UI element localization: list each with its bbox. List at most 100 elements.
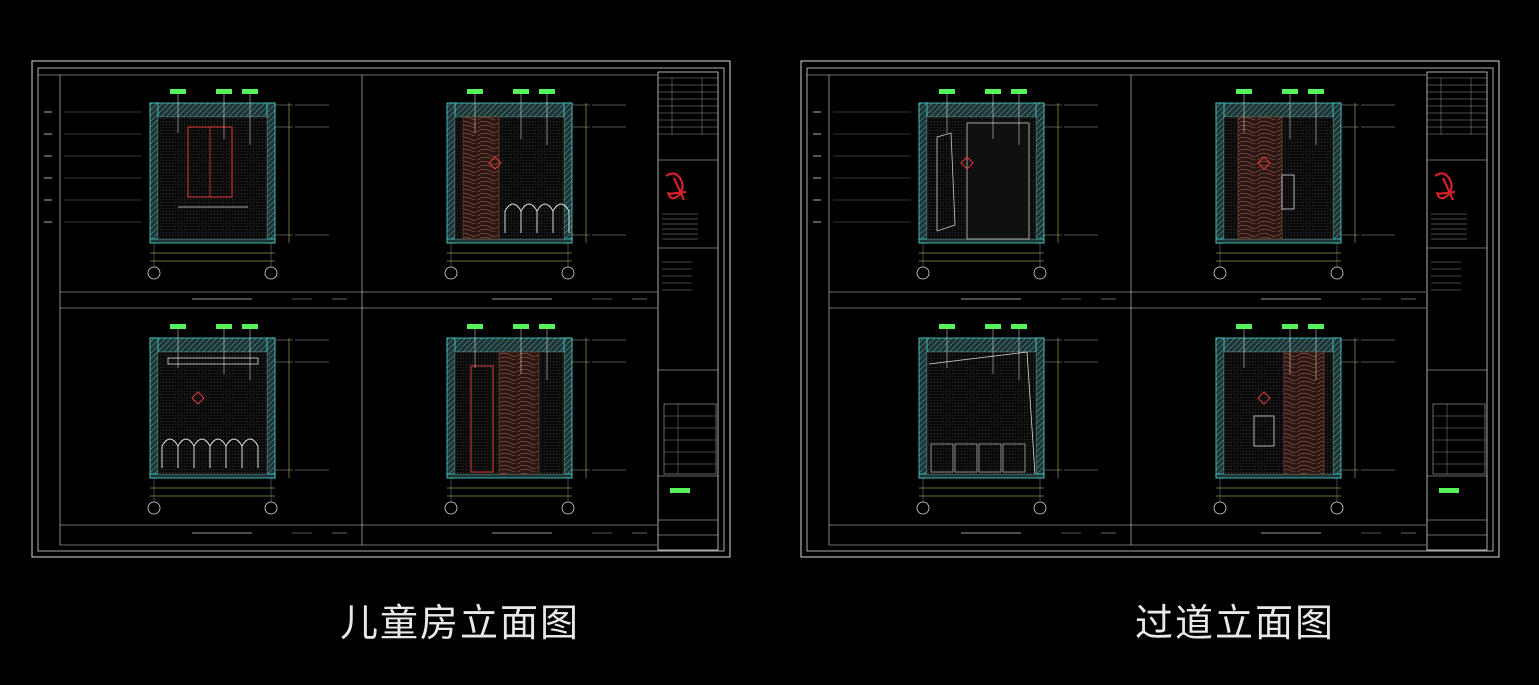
floor-line xyxy=(1215,238,1342,244)
axis-bubble xyxy=(916,266,930,280)
axis-bubble xyxy=(561,501,575,515)
material-tag xyxy=(1011,324,1027,329)
material-tag xyxy=(1236,89,1252,94)
axis-bubble xyxy=(1033,501,1047,515)
axis-bubble xyxy=(1213,266,1227,280)
material-tag xyxy=(216,324,232,329)
material-tag xyxy=(539,324,555,329)
cabinet-door xyxy=(1002,443,1026,473)
floor-line xyxy=(149,473,276,479)
right-wall-section xyxy=(266,102,276,244)
sheet-corridor xyxy=(800,60,1500,558)
material-tag xyxy=(1011,89,1027,94)
wood-panel xyxy=(1237,116,1283,240)
right-wall-section xyxy=(1035,337,1045,479)
axis-bubble xyxy=(444,501,458,515)
ceiling-section xyxy=(446,337,573,353)
wood-panel xyxy=(498,351,540,475)
left-wall-section xyxy=(446,337,456,479)
chair-back xyxy=(1253,415,1275,447)
elevation-panel xyxy=(1213,89,1395,280)
elevation-panel xyxy=(147,89,329,280)
left-wall-section xyxy=(149,102,159,244)
ceiling-section xyxy=(149,102,276,118)
axis-bubble xyxy=(147,501,161,515)
red-stamp-signature xyxy=(1434,172,1456,201)
elevation-panel xyxy=(1213,324,1395,515)
axis-bubble xyxy=(1033,266,1047,280)
elevation-panel xyxy=(444,89,626,280)
floor-line xyxy=(446,473,573,479)
red-stamp-signature xyxy=(665,172,687,201)
caption-corridor-elevation: 过道立面图 xyxy=(1135,601,1336,645)
right-wall-section xyxy=(563,102,573,244)
elevation-marker xyxy=(488,156,502,170)
left-wall-section xyxy=(1215,337,1225,479)
elevation-panel xyxy=(916,89,1098,280)
right-wall-section xyxy=(266,337,276,479)
wall-surface xyxy=(157,351,268,475)
material-tag xyxy=(985,89,1001,94)
right-wall-section xyxy=(1332,102,1342,244)
wall-surface xyxy=(926,351,1037,475)
axis-bubble xyxy=(264,266,278,280)
sheet-inner-frame xyxy=(806,67,1494,552)
sheet-children-room xyxy=(31,60,731,558)
ceiling-section xyxy=(1215,102,1342,118)
axis-bubble xyxy=(1330,266,1344,280)
elevation-panel xyxy=(916,324,1098,515)
cabinet-door xyxy=(930,443,954,473)
material-tag xyxy=(539,89,555,94)
material-tag xyxy=(513,89,529,94)
axis-bubble xyxy=(444,266,458,280)
floor-line xyxy=(918,238,1045,244)
axis-bubble xyxy=(264,501,278,515)
right-wall-section xyxy=(563,337,573,479)
curtain-rail xyxy=(167,357,259,365)
axis-bubble xyxy=(147,266,161,280)
title-block xyxy=(657,71,719,551)
axis-bubble xyxy=(1213,501,1227,515)
left-wall-section xyxy=(918,337,928,479)
axis-bubble xyxy=(916,501,930,515)
material-tag xyxy=(939,89,955,94)
material-tag xyxy=(242,324,258,329)
floor-line xyxy=(149,238,276,244)
drawing-number-tag xyxy=(1439,488,1459,493)
wall-surface xyxy=(157,116,268,240)
material-tag xyxy=(1282,324,1298,329)
ceiling-section xyxy=(1215,337,1342,353)
drawing-number-tag xyxy=(670,488,690,493)
wardrobe-panel xyxy=(966,122,1030,240)
left-wall-section xyxy=(446,102,456,244)
floor-line xyxy=(1215,473,1342,479)
ceiling-section xyxy=(446,102,573,118)
material-tag xyxy=(170,89,186,94)
elevation-panel xyxy=(444,324,626,515)
perspective-line xyxy=(928,351,1036,475)
material-tag xyxy=(242,89,258,94)
ceiling-section xyxy=(149,337,276,353)
sheet-outer-frame xyxy=(800,60,1500,558)
revision-table xyxy=(663,403,717,475)
right-wall-section xyxy=(1035,102,1045,244)
ceiling-section xyxy=(918,337,1045,353)
material-tag xyxy=(467,324,483,329)
material-tag xyxy=(216,89,232,94)
title-block xyxy=(1426,71,1488,551)
elevation-marker xyxy=(1257,391,1271,405)
floor-line xyxy=(446,238,573,244)
floor-line xyxy=(918,473,1045,479)
material-tag xyxy=(513,324,529,329)
ceiling-section xyxy=(918,102,1045,118)
wood-panel xyxy=(1283,351,1325,475)
wood-panel xyxy=(462,116,500,240)
elevation-marker xyxy=(960,156,974,170)
revision-table xyxy=(1432,403,1486,475)
material-tag xyxy=(1308,324,1324,329)
axis-bubble xyxy=(1330,501,1344,515)
left-wall-section xyxy=(918,102,928,244)
sheet-outer-frame xyxy=(31,60,731,558)
left-wall-section xyxy=(1215,102,1225,244)
